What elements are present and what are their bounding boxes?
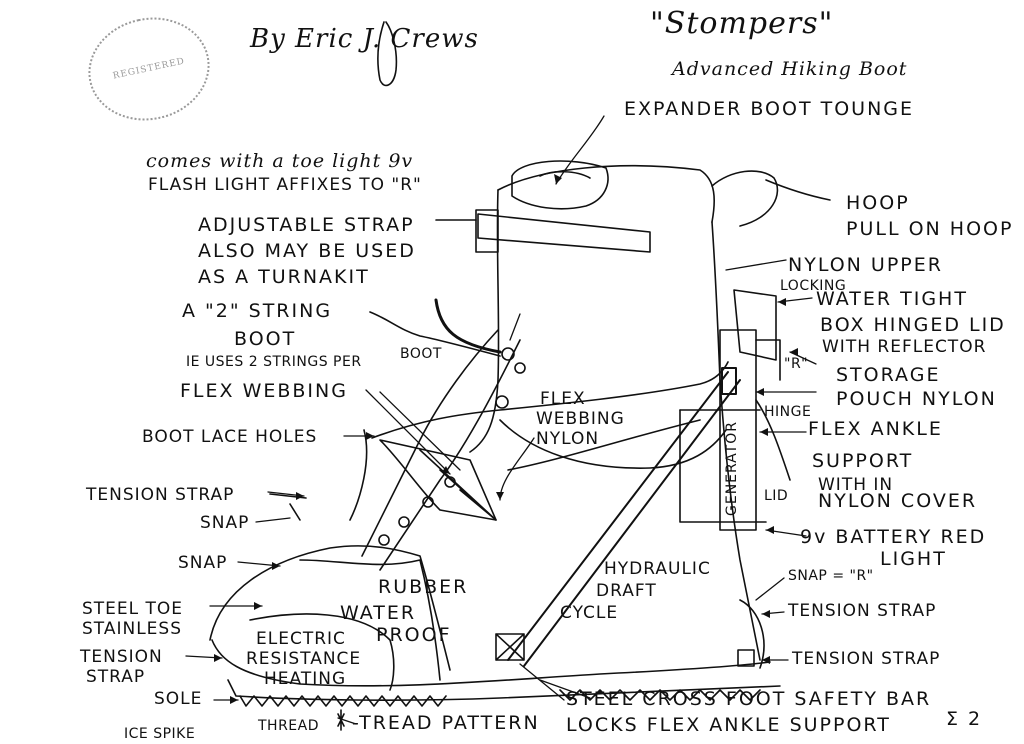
toe-cap bbox=[209, 545, 451, 671]
tongue-top bbox=[511, 160, 609, 210]
label-locking: LOCKING bbox=[780, 278, 847, 294]
label-strap-tourniquet-2: AS A TURNAKIT bbox=[198, 266, 370, 288]
lace-panel bbox=[361, 329, 499, 557]
label-tread-pattern: -TREAD PATTERN bbox=[352, 712, 540, 734]
label-expander-tongue: EXPANDER BOOT TOUNGE bbox=[624, 98, 915, 120]
heel-tread bbox=[559, 689, 761, 701]
label-flex-ankle: FLEX ANKLE bbox=[808, 418, 943, 440]
label-strap-tourniquet-1: ALSO MAY BE USED bbox=[198, 240, 416, 262]
label-flex-webbing: FLEX WEBBING bbox=[180, 380, 348, 402]
label-hoop: HOOP bbox=[846, 192, 910, 214]
strap-buckle bbox=[475, 209, 499, 253]
stamp-text: REGISTERED bbox=[112, 56, 186, 82]
label-adjustable-strap: ADJUSTABLE STRAP bbox=[198, 214, 415, 236]
upper-contour bbox=[499, 419, 727, 469]
author-signature: By Eric J. Crews bbox=[250, 24, 479, 54]
label-nylon-upper: NYLON UPPER bbox=[788, 254, 943, 276]
flash-light-note: FLASH LIGHT AFFIXES TO "R" bbox=[148, 175, 422, 195]
label-with-in: WITH IN bbox=[818, 475, 894, 495]
label-pouch-nylon: POUCH NYLON bbox=[836, 388, 997, 410]
label-locks-flex-ankle: LOCKS FLEX ANKLE SUPPORT bbox=[566, 714, 891, 736]
label-flex-webbing-nylon-3: NYLON bbox=[536, 429, 600, 449]
label-rubber: RUBBER bbox=[378, 576, 469, 598]
label-two-string-boot: A "2" STRING bbox=[182, 300, 333, 322]
boot-body-line bbox=[371, 361, 729, 439]
label-flex-webbing-nylon-2: WEBBING bbox=[536, 409, 625, 429]
label-water: WATER bbox=[340, 602, 417, 624]
label-water-tight: WATER TIGHT bbox=[816, 288, 968, 310]
sole-bottom bbox=[227, 679, 781, 701]
signature-flourish bbox=[377, 21, 398, 87]
label-boot: BOOT bbox=[234, 328, 297, 350]
label-tension-strap-right-1: TENSION STRAP bbox=[788, 601, 937, 621]
label-tension-strap-right-2: TENSION STRAP bbox=[792, 649, 941, 669]
label-with-reflector: WITH REFLECTOR bbox=[822, 337, 987, 357]
label-heating: HEATING bbox=[264, 669, 347, 689]
label-two-strings-note: IE USES 2 STRINGS PER bbox=[186, 354, 362, 370]
label-lid: LID bbox=[764, 488, 789, 504]
flex-webbing bbox=[379, 439, 497, 521]
label-tension: TENSION bbox=[80, 647, 163, 667]
label-ice-spike: ICE SPIKE bbox=[124, 726, 196, 742]
sole-top bbox=[211, 639, 771, 687]
label-per-boot: BOOT bbox=[400, 346, 442, 362]
label-snap-r: SNAP = "R" bbox=[788, 568, 874, 584]
boot-subtitle: Advanced Hiking Boot bbox=[672, 58, 908, 80]
label-electric: ELECTRIC bbox=[256, 629, 346, 649]
label-flex-webbing-nylon-1: FLEX bbox=[540, 389, 586, 409]
label-resistance: RESISTANCE bbox=[246, 649, 362, 669]
arrow-heads bbox=[214, 174, 798, 704]
label-hinge: HINGE bbox=[764, 404, 812, 420]
pull-hoop bbox=[711, 170, 779, 227]
boot-collar bbox=[497, 164, 715, 223]
label-sole: SOLE bbox=[154, 689, 203, 709]
adjustable-strap bbox=[477, 213, 651, 253]
label-sigma-two: Σ 2 bbox=[946, 708, 983, 730]
label-nylon-cover: NYLON COVER bbox=[818, 490, 978, 512]
label-strap: STRAP bbox=[86, 667, 146, 687]
label-steel-cross-foot-bar: STEEL CROSS FOOT SAFETY BAR bbox=[566, 688, 932, 710]
label-tension-strap-left: TENSION STRAP bbox=[86, 485, 235, 505]
tongue-inner bbox=[539, 170, 591, 179]
toe-light-note: comes with a toe light 9v bbox=[146, 150, 414, 172]
heating-panel bbox=[249, 613, 395, 691]
label-r-mark: "R" bbox=[784, 356, 809, 372]
label-storage: STORAGE bbox=[836, 364, 941, 386]
label-boot-lace-holes: BOOT LACE HOLES bbox=[142, 427, 318, 447]
safety-bar-knot bbox=[495, 633, 525, 661]
label-snap-1: SNAP bbox=[200, 513, 250, 533]
boot-title: "Stompers" bbox=[650, 6, 834, 41]
sole-tread bbox=[239, 695, 447, 707]
label-thread: THREAD bbox=[258, 718, 320, 734]
label-steel-toe: STEEL TOE bbox=[82, 599, 184, 619]
label-light: LIGHT bbox=[880, 548, 947, 570]
label-cycle: CYCLE bbox=[560, 603, 619, 623]
label-battery-red: 9v BATTERY RED bbox=[800, 526, 987, 548]
label-snap-2: SNAP bbox=[178, 553, 228, 573]
rubber-panel bbox=[299, 559, 441, 681]
flex-ankle-support bbox=[507, 371, 741, 667]
label-draft: DRAFT bbox=[596, 581, 657, 601]
label-support: SUPPORT bbox=[812, 450, 914, 472]
leader-lines bbox=[185, 115, 817, 725]
label-pull-on-hoop: PULL ON HOOP bbox=[846, 218, 1014, 240]
label-box-hinged-lid: BOX HINGED LID bbox=[820, 314, 1006, 336]
label-stainless: STAINLESS bbox=[82, 619, 183, 639]
hinged-lid-box bbox=[733, 289, 777, 361]
label-proof: PROOF bbox=[376, 624, 452, 646]
label-hydraulic: HYDRAULIC bbox=[604, 559, 711, 579]
label-generator: GENERATOR bbox=[724, 421, 740, 516]
